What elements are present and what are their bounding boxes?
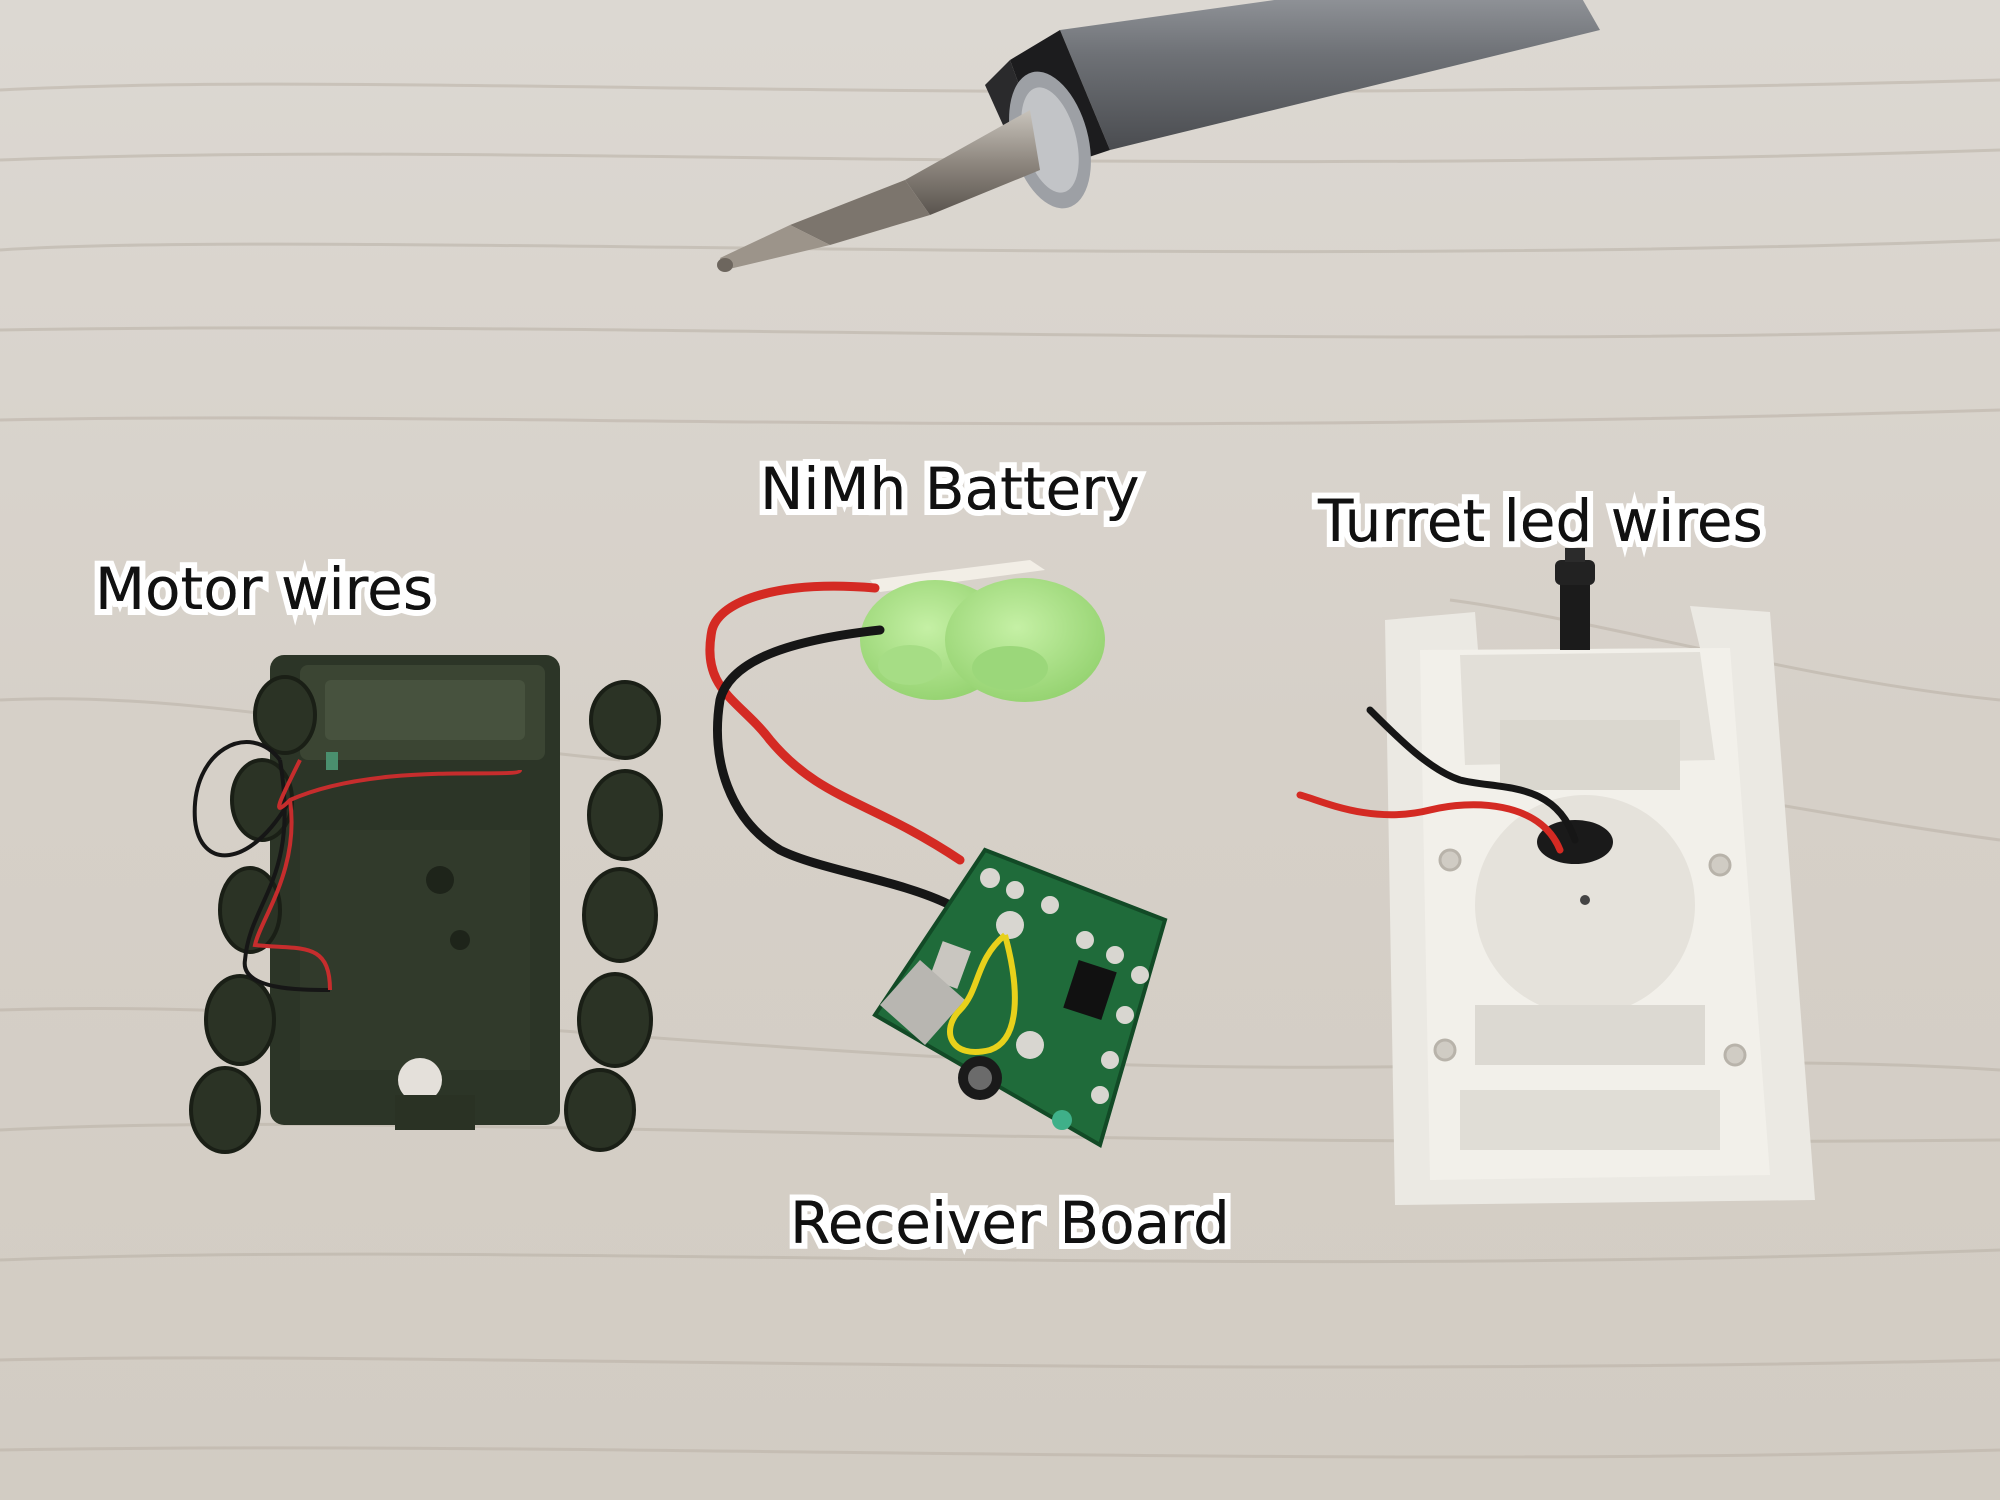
soldering-iron	[717, 0, 1600, 272]
battery-label: NiMh Battery	[760, 455, 1140, 523]
tank-chassis	[189, 655, 663, 1154]
battery-label-outline: NiMh Battery	[754, 454, 1145, 524]
motor-wires-label-outline: Motor wires	[89, 554, 439, 624]
turret-label: Turret led wires	[1318, 487, 1763, 555]
turret-led-wires	[1296, 706, 1579, 854]
battery-wires	[705, 581, 965, 910]
nimh-battery	[860, 560, 1105, 702]
receiver-label-outline: Receiver Board	[784, 1188, 1236, 1258]
receiver-board	[872, 847, 1168, 1149]
turret-label-outline: Turret led wires	[1312, 486, 1769, 556]
motor-wires-label: Motor wires	[95, 555, 434, 623]
receiver-label: Receiver Board	[790, 1189, 1230, 1257]
turret-shell	[1385, 548, 1815, 1205]
